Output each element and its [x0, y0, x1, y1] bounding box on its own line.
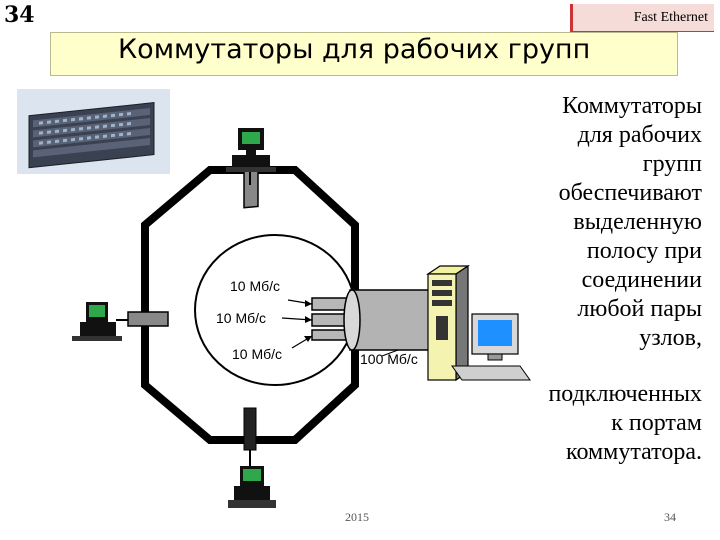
left-connector	[127, 311, 169, 327]
server-monitor-icon	[451, 313, 531, 381]
desc-line: коммутатора.	[566, 439, 702, 465]
desc-line: Коммутаторы	[562, 93, 702, 119]
description-part-1: Коммутаторы для рабочих групп обеспечива…	[442, 92, 702, 353]
slide-title: Коммутаторы для рабочих групп	[118, 34, 591, 65]
workstation-bottom-icon	[228, 450, 276, 508]
footer-year: 2015	[345, 510, 369, 524]
workstation-left-icon	[72, 302, 128, 341]
desc-line: для рабочих	[577, 122, 702, 148]
desc-line: соединении	[581, 267, 702, 293]
desc-line: подключенных	[548, 381, 702, 407]
server-icon	[426, 264, 470, 382]
desc-line: групп	[642, 151, 702, 177]
section-tag: Fast Ethernet	[570, 4, 714, 32]
port-speed-label-3: 10 Мб/с	[232, 346, 282, 362]
title-banner	[50, 32, 678, 76]
footer-page-number: 34	[664, 510, 676, 524]
desc-line: обеспечивают	[558, 180, 702, 206]
desc-line: любой пары	[577, 296, 702, 322]
desc-line: узлов,	[639, 325, 702, 351]
switch-rack-photo	[17, 89, 170, 174]
uplink-cable	[349, 289, 435, 351]
port-speed-label-1: 10 Мб/с	[230, 278, 280, 294]
desc-line: полосу при	[586, 238, 702, 264]
desc-line: к портам	[611, 410, 702, 436]
slide-number: 34	[4, 2, 35, 28]
network-ring	[141, 166, 359, 444]
description-part-2: подключенных к портам коммутатора.	[442, 380, 702, 467]
bottom-connector	[243, 407, 257, 451]
workstation-top-icon	[226, 128, 276, 185]
uplink-speed-label: 100 Мб/с	[360, 351, 418, 367]
desc-line: выделенную	[573, 209, 702, 235]
port-speed-label-2: 10 Мб/с	[216, 310, 266, 326]
